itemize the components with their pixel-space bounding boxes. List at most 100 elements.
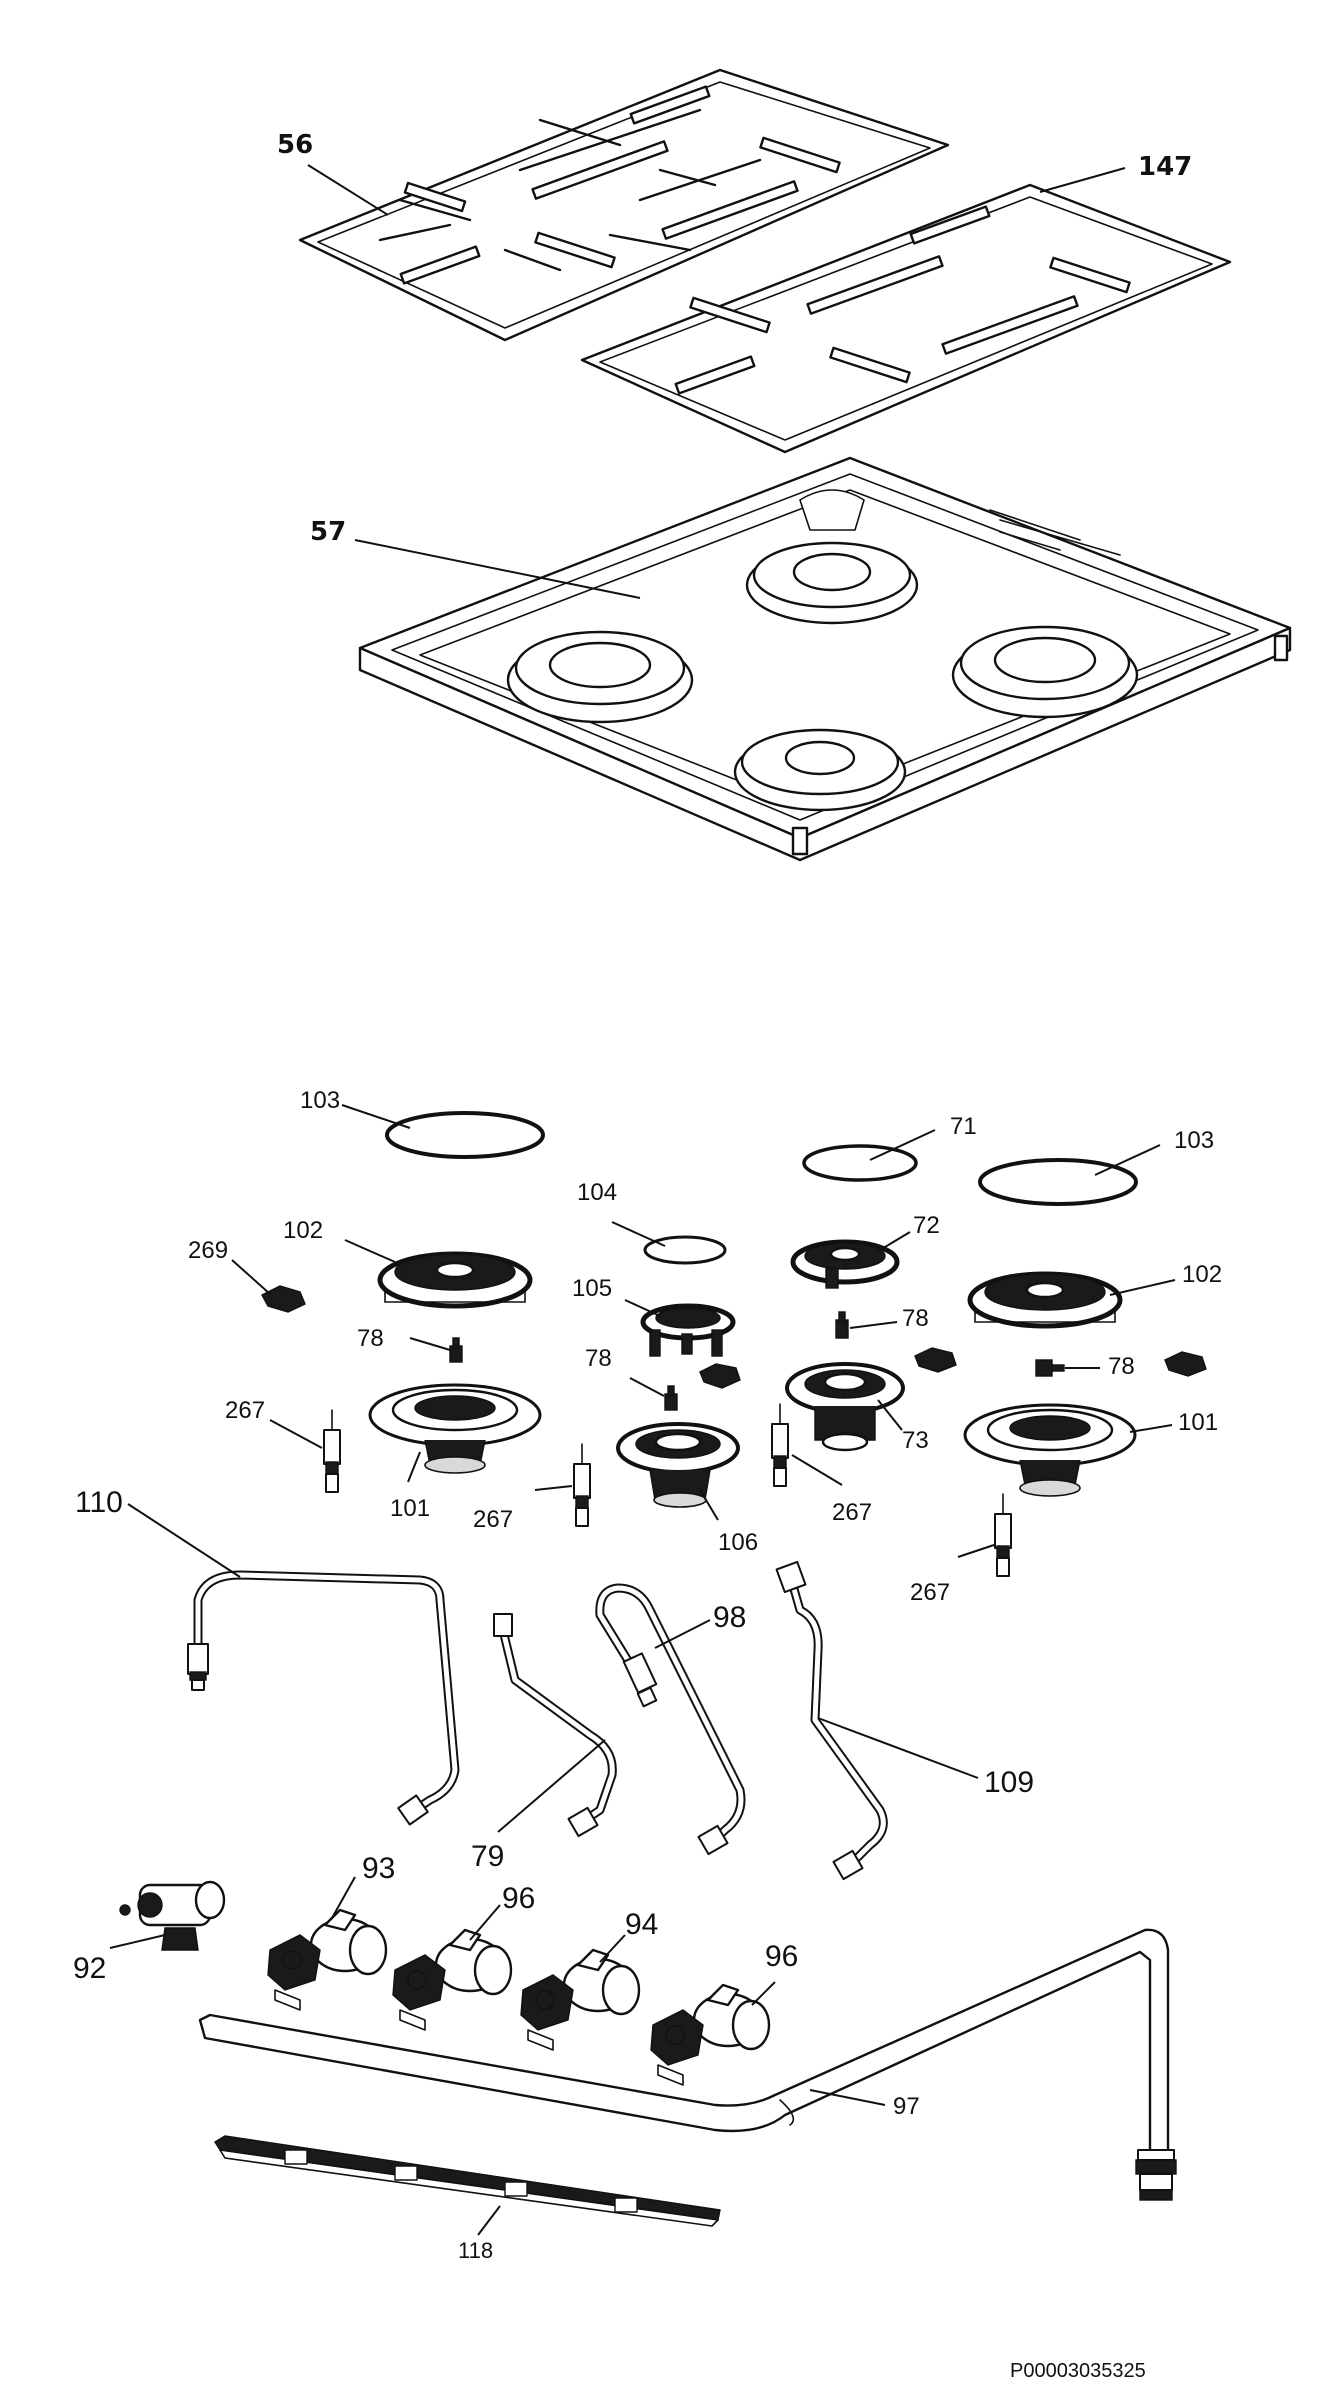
label-connector: 92 xyxy=(73,1952,106,1985)
burner-body-small xyxy=(785,1362,905,1452)
leader-spark-plug-right xyxy=(957,1544,995,1558)
label-valve-d: 96 xyxy=(765,1940,798,1973)
leader-cap-small-right xyxy=(869,1129,936,1161)
leader-burner-body-small xyxy=(877,1399,903,1431)
label-spark-plug-mid: 267 xyxy=(473,1506,513,1533)
label-thermocouple-d: 78 xyxy=(1108,1353,1135,1380)
label-cap-small-right: 71 xyxy=(950,1113,977,1140)
gas-inlet-connector xyxy=(119,1880,226,1951)
label-thermocouple-a: 78 xyxy=(357,1325,384,1352)
label-spark-plug-left: 267 xyxy=(225,1397,265,1424)
label-hob-top: 57 xyxy=(310,517,346,547)
burner-body-left xyxy=(368,1383,542,1474)
gas-valve-c xyxy=(520,1948,641,2051)
spark-plug-mid xyxy=(573,1443,591,1527)
leader-cap-large-left xyxy=(341,1104,411,1129)
label-crown-small: 72 xyxy=(913,1212,940,1239)
label-spark-plug-right: 267 xyxy=(910,1579,950,1606)
label-clip-left: 269 xyxy=(188,1237,228,1264)
thermocouple-d xyxy=(1035,1359,1065,1377)
leader-grid-left xyxy=(307,164,389,216)
label-pipe-center: 98 xyxy=(713,1601,746,1634)
leader-valve-a xyxy=(331,1876,356,1919)
burner-cap-medium xyxy=(643,1235,727,1265)
leader-pipe-mid xyxy=(497,1739,606,1833)
label-grid-right: 147 xyxy=(1138,152,1192,182)
gas-ramp-pipe xyxy=(198,1928,1177,2201)
thermocouple-c xyxy=(835,1311,849,1339)
gas-valve-b xyxy=(392,1928,513,2031)
gas-pipe-mid xyxy=(493,1613,617,1838)
gas-pipe-left xyxy=(187,1570,460,1826)
label-cap-medium: 104 xyxy=(577,1179,617,1206)
spark-plug-left xyxy=(323,1409,341,1493)
retaining-clip xyxy=(699,1347,1207,1389)
burner-cap-large-right xyxy=(978,1158,1138,1206)
leader-spark-plug-center xyxy=(791,1454,843,1486)
label-burner-body-right: 101 xyxy=(1178,1409,1218,1436)
flame-spreader-right xyxy=(967,1271,1123,1329)
flame-spreader-left xyxy=(377,1251,533,1309)
leader-cap-large-right xyxy=(1094,1144,1161,1176)
label-pipe-mid: 79 xyxy=(471,1840,504,1873)
leader-valve-c xyxy=(599,1934,626,1963)
leader-pipe-left xyxy=(127,1503,241,1578)
label-valve-c: 94 xyxy=(625,1908,658,1941)
thermocouple-b xyxy=(664,1385,678,1411)
label-spark-plug-center: 267 xyxy=(832,1499,872,1526)
leader-burner-body-left xyxy=(407,1451,421,1483)
label-thermocouple-b: 78 xyxy=(585,1345,612,1372)
leader-burner-body-right xyxy=(1129,1424,1173,1433)
spark-plug-center xyxy=(771,1403,789,1487)
label-bracket: 118 xyxy=(458,2238,493,2263)
burner-cap-large-left xyxy=(385,1111,545,1159)
pan-support-grid-left xyxy=(298,68,950,342)
burner-opening-left xyxy=(506,630,694,724)
burner-crown-medium xyxy=(640,1303,736,1357)
label-spreader-right: 102 xyxy=(1182,1261,1222,1288)
leader-pipe-center xyxy=(654,1619,711,1649)
leader-valve-b xyxy=(469,1904,501,1941)
pan-support-grid-right xyxy=(580,183,1232,454)
retaining-clip-left xyxy=(261,1285,306,1313)
gas-pipe-right xyxy=(775,1560,888,1881)
burner-cap-small-right xyxy=(802,1144,918,1182)
label-valve-b: 96 xyxy=(502,1882,535,1915)
label-valve-a: 93 xyxy=(362,1852,395,1885)
gas-pipe-center xyxy=(595,1583,746,1856)
leader-spark-plug-mid xyxy=(534,1485,573,1491)
burner-body-right xyxy=(963,1403,1137,1497)
leader-connector xyxy=(109,1934,166,1949)
burner-crown-small xyxy=(790,1239,900,1289)
leader-grid-right xyxy=(1039,167,1126,193)
leader-valve-d xyxy=(751,1981,776,2006)
label-burner-body-small: 73 xyxy=(902,1427,929,1454)
diagram-reference-code: P00003035325 xyxy=(1010,2360,1146,2382)
label-cap-large-right: 103 xyxy=(1174,1127,1214,1154)
leader-spark-plug-left xyxy=(269,1419,323,1449)
leader-cap-medium xyxy=(611,1221,666,1247)
label-spreader-left: 102 xyxy=(283,1217,323,1244)
gas-valve-a xyxy=(267,1908,388,2011)
spark-plug-right xyxy=(994,1493,1012,1577)
leader-gas-ramp xyxy=(809,2089,886,2106)
label-thermocouple-c: 78 xyxy=(902,1305,929,1332)
leader-clip-left xyxy=(231,1259,271,1295)
label-pipe-right: 109 xyxy=(984,1766,1034,1799)
leader-thermocouple-a xyxy=(409,1337,451,1351)
label-gas-ramp: 97 xyxy=(893,2093,920,2120)
label-crown-medium: 105 xyxy=(572,1275,612,1302)
burner-opening-front xyxy=(733,728,907,812)
label-pipe-left: 110 xyxy=(75,1486,123,1519)
leader-pipe-right xyxy=(817,1717,979,1779)
leader-bracket xyxy=(477,2205,501,2236)
label-grid-left: 56 xyxy=(277,130,313,160)
leader-burner-body-medium xyxy=(699,1489,719,1521)
label-cap-large-left: 103 xyxy=(300,1087,340,1114)
leader-spreader-left xyxy=(344,1239,396,1263)
hob-top-panel xyxy=(358,456,1292,862)
leader-crown-small xyxy=(879,1231,911,1251)
label-burner-body-left: 101 xyxy=(390,1495,430,1522)
burner-opening-right xyxy=(951,625,1139,719)
